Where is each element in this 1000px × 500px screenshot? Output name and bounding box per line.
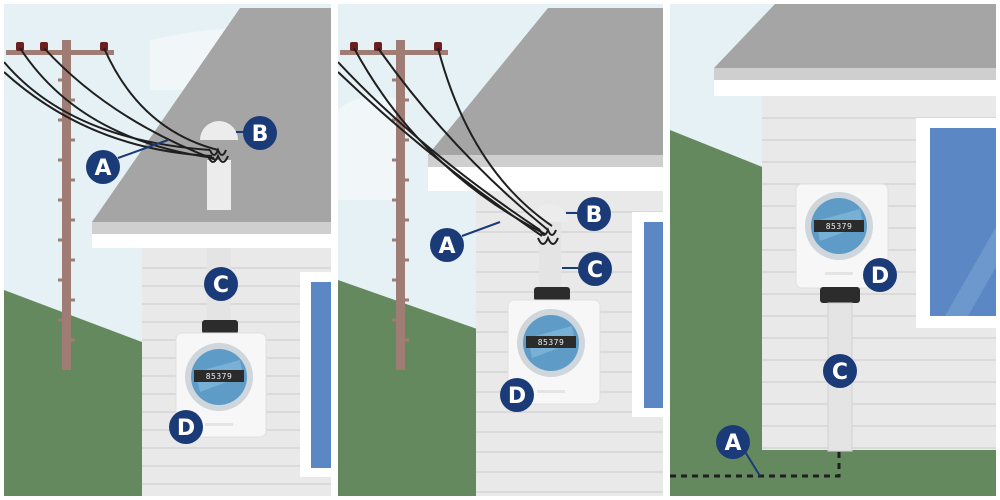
window-glass bbox=[311, 282, 331, 468]
electric-meter: 85379 bbox=[507, 287, 601, 405]
label-badge-a: A bbox=[86, 150, 120, 184]
pole-crossarm bbox=[6, 50, 114, 55]
roof-edge bbox=[92, 222, 331, 234]
conduit bbox=[539, 222, 561, 290]
electric-meter: 85379 bbox=[175, 320, 267, 438]
fascia bbox=[714, 80, 996, 96]
label-badge-c: C bbox=[204, 267, 238, 301]
roof bbox=[714, 4, 996, 78]
grass-left bbox=[670, 130, 770, 496]
service-mast bbox=[207, 160, 231, 210]
label-badge-d: D bbox=[863, 258, 897, 292]
grass-ground bbox=[670, 450, 996, 496]
label-badge-a: A bbox=[430, 228, 464, 262]
label-badge-d: D bbox=[500, 378, 534, 412]
svg-text:D: D bbox=[177, 416, 195, 441]
weatherhead bbox=[200, 121, 238, 140]
svg-text:C: C bbox=[213, 273, 229, 298]
pole-crossarm bbox=[340, 50, 448, 55]
svg-text:C: C bbox=[587, 258, 603, 283]
roof-edge bbox=[428, 155, 663, 167]
utility-pole bbox=[396, 40, 405, 370]
panel-3: 85379 A C D bbox=[670, 4, 996, 496]
meter-reading: 85379 bbox=[826, 222, 853, 231]
label-badge-c: C bbox=[578, 252, 612, 286]
leader-lines bbox=[743, 449, 761, 477]
grass bbox=[338, 280, 480, 496]
utility-pole bbox=[62, 40, 71, 370]
cloud bbox=[338, 96, 400, 200]
service-wires bbox=[338, 47, 559, 245]
grass bbox=[4, 290, 150, 496]
window-reflection bbox=[945, 226, 996, 316]
svg-text:B: B bbox=[252, 122, 269, 147]
service-wires bbox=[4, 47, 229, 163]
leader-lines bbox=[461, 212, 578, 269]
svg-text:C: C bbox=[832, 360, 848, 385]
meter-reading: 85379 bbox=[206, 372, 233, 381]
roof bbox=[428, 8, 663, 165]
panel-1: 85379 A B C D bbox=[4, 4, 331, 496]
underground-service-line bbox=[670, 450, 841, 478]
svg-text:A: A bbox=[724, 431, 741, 456]
svg-text:D: D bbox=[508, 384, 526, 409]
svg-text:A: A bbox=[94, 156, 111, 181]
electric-meter: 85379 bbox=[795, 183, 889, 303]
svg-text:B: B bbox=[586, 203, 603, 228]
window-glass bbox=[644, 222, 663, 408]
label-badge-b: B bbox=[577, 197, 611, 231]
insulators bbox=[350, 42, 442, 51]
label-badge-c: C bbox=[823, 354, 857, 388]
svg-text:D: D bbox=[871, 264, 889, 289]
label-badge-a: A bbox=[716, 425, 750, 459]
label-badge-b: B bbox=[243, 116, 277, 150]
label-badge-d: D bbox=[169, 410, 203, 444]
fascia bbox=[92, 234, 331, 248]
svg-text:A: A bbox=[438, 234, 455, 259]
pole-steps bbox=[58, 78, 75, 342]
panel-gutters bbox=[331, 0, 670, 500]
roof-edge bbox=[714, 68, 996, 80]
meter-reading: 85379 bbox=[538, 338, 565, 347]
panel-2: 85379 A B C D bbox=[338, 4, 663, 496]
roof bbox=[92, 8, 331, 232]
